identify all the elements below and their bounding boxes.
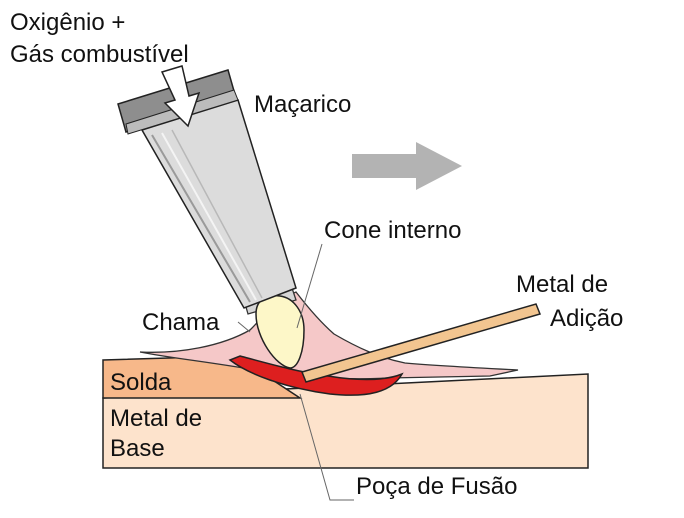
inner-cone-label: Cone interno — [324, 217, 461, 244]
weld-pool-leader-line — [299, 393, 354, 501]
gas-inlet-label-line1: Oxigênio + — [10, 9, 125, 36]
flame-label: Chama — [142, 309, 220, 336]
torch-highlight-line — [161, 132, 257, 301]
flame-leader-line — [237, 321, 251, 333]
filler-metal-label-line2: Adição — [550, 305, 623, 332]
torch-body — [140, 99, 297, 309]
base-metal-label-line1: Metal de — [110, 405, 202, 432]
down-arrow-icon — [160, 65, 201, 128]
weld-pool-label: Poça de Fusão — [356, 473, 517, 500]
filler-metal-label-line1: Metal de — [516, 271, 608, 298]
torch-label: Maçarico — [254, 91, 351, 118]
inner-cone-leader-line — [296, 243, 323, 329]
torch-highlight-line — [151, 134, 251, 303]
torch-highlight-line — [171, 129, 263, 299]
filler-rod — [300, 303, 542, 383]
base-metal-label-line2: Base — [110, 435, 165, 462]
weld-label: Solda — [110, 369, 172, 396]
gas-inlet-label-line2: Gás combustível — [10, 41, 189, 68]
right-arrow-icon — [352, 142, 462, 190]
